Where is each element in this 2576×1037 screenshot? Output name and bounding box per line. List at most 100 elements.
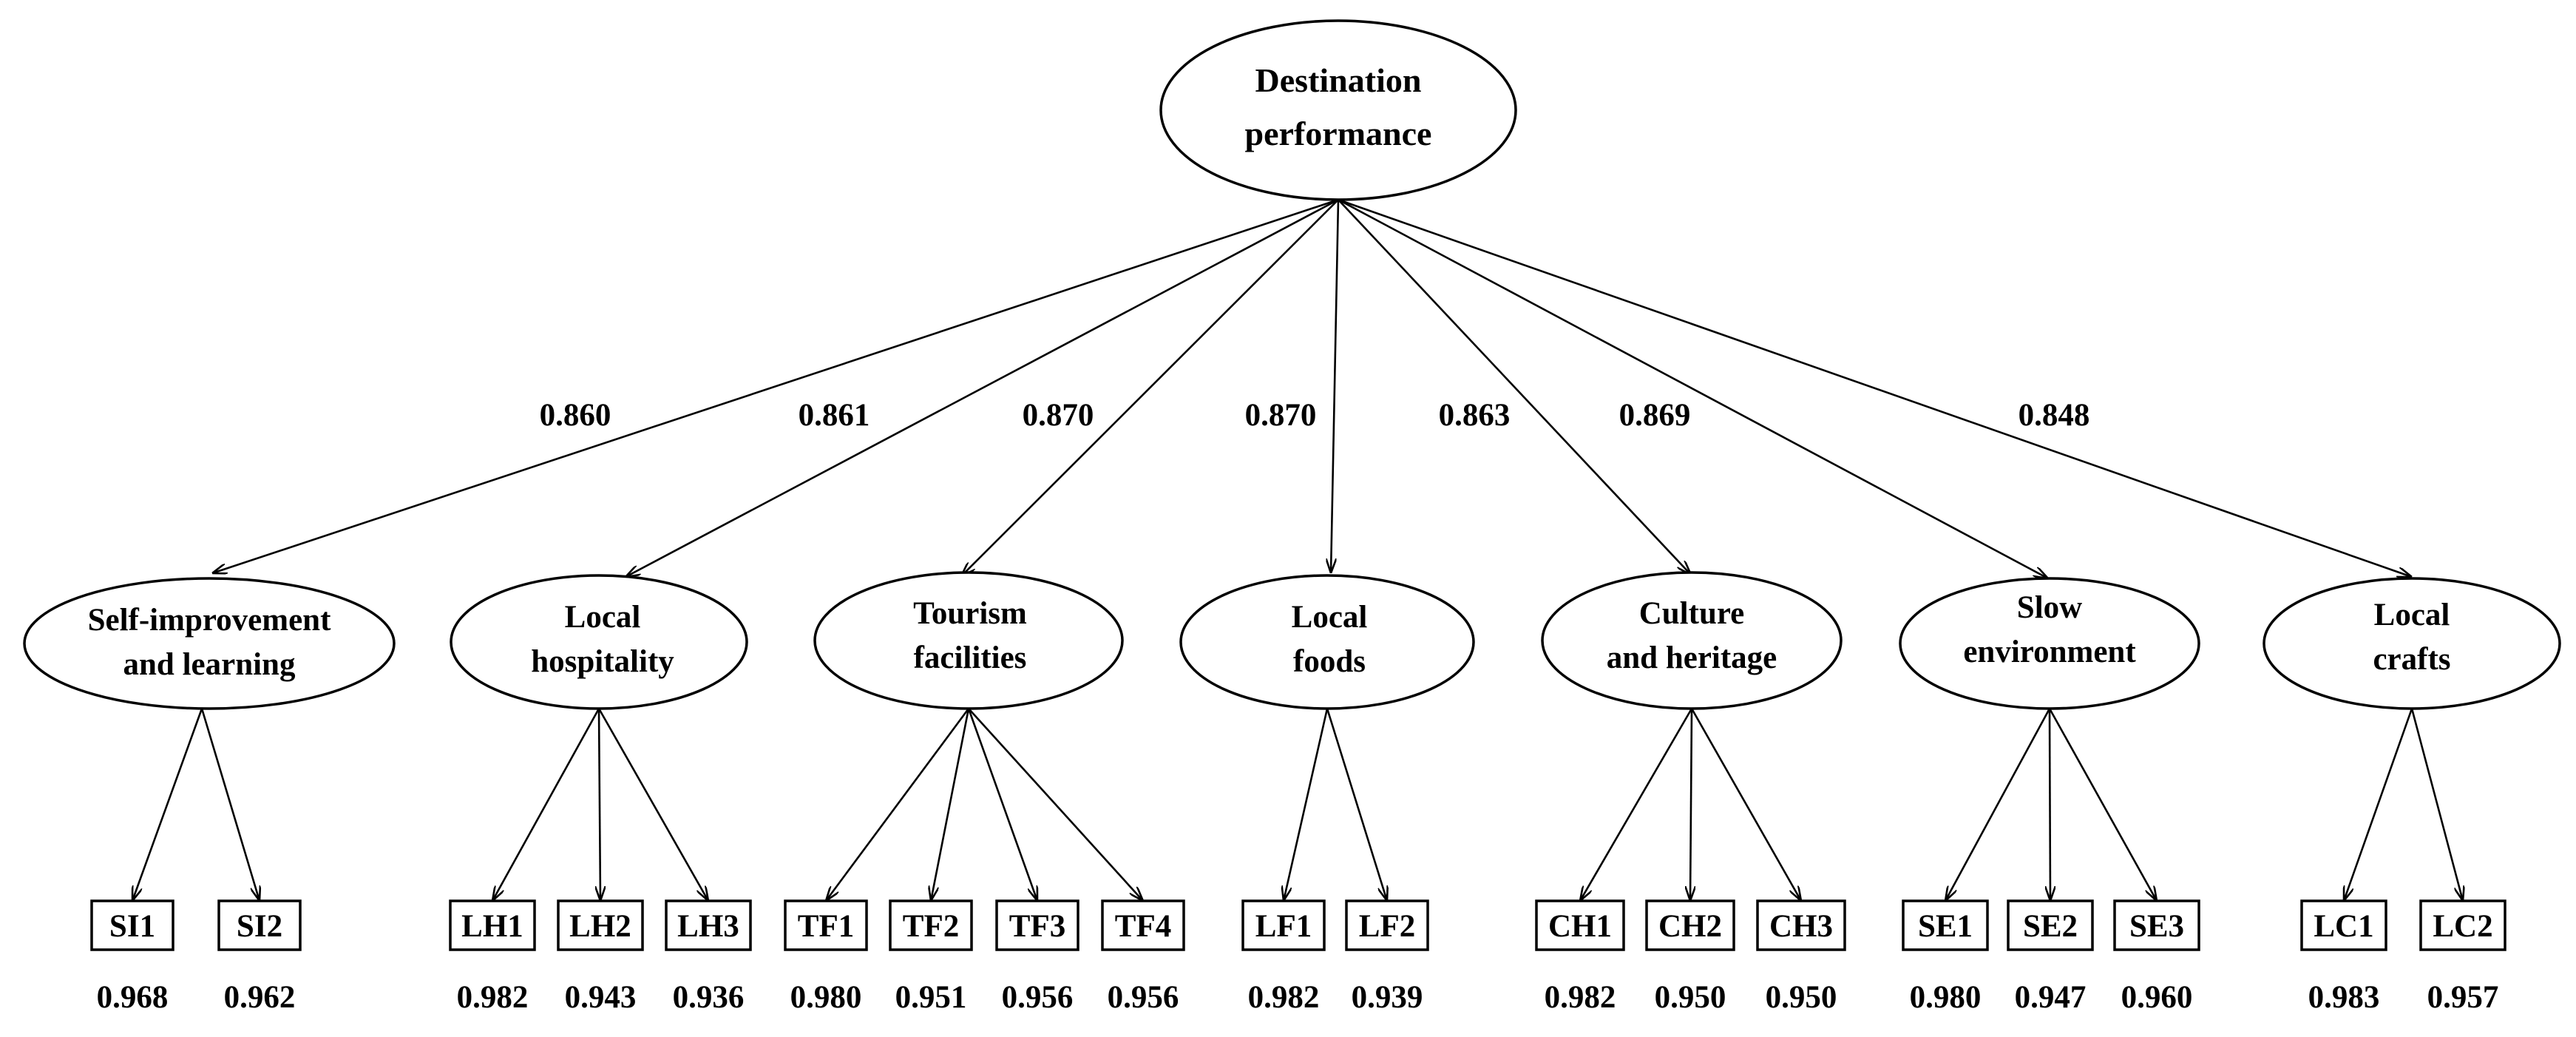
indicator-arrow (1690, 708, 1801, 901)
dimension-label-line1: Local (1292, 600, 1368, 635)
indicator-box-lh1 (449, 899, 536, 951)
indicator-arrow (1326, 708, 1387, 901)
indicator-box-tf3 (995, 899, 1079, 951)
indicator-box-tf4 (1101, 899, 1185, 951)
indicator-loading-lh1: 0.982 (457, 980, 529, 1015)
indicator-box-lf1 (1241, 899, 1326, 951)
indicators-local-foods: LF1 0.982 LF2 0.939 (1241, 899, 1429, 1015)
indicator-loading-si2: 0.962 (224, 980, 296, 1015)
indicator-arrow (597, 708, 708, 901)
destination-performance-label-line2: performance (1245, 115, 1432, 152)
indicator-arrow (599, 708, 600, 901)
indicator-label-se2: SE2 (2023, 909, 2078, 944)
loading-local-foods: 0.870 (1245, 398, 1317, 433)
loading-local-hospitality: 0.861 (799, 398, 870, 433)
loading-paths (212, 198, 2412, 578)
indicator-label-lh3: LH3 (677, 909, 739, 944)
dimension-ellipse (2263, 577, 2561, 710)
indicator-label-lh1: LH1 (461, 909, 523, 944)
indicators-local-crafts: LC1 0.983 LC2 0.957 (2300, 899, 2506, 1015)
indicator-loading-lf2: 0.939 (1352, 980, 1423, 1015)
dimension-ellipse (23, 577, 396, 710)
dimension-label-line1: Self-improvement (88, 603, 331, 638)
indicator-arrow (200, 708, 260, 901)
path-arrow (1338, 198, 2412, 577)
dimension-ellipse (450, 574, 748, 710)
indicator-box-ch1 (1535, 899, 1625, 951)
dimension-label-line2: hospitality (531, 644, 674, 679)
indicator-loading-lc1: 0.983 (2308, 980, 2380, 1015)
indicator-label-ch2: CH2 (1658, 909, 1722, 944)
indicator-arrow (492, 708, 600, 901)
indicator-label-tf2: TF2 (903, 909, 959, 944)
indicator-loading-tf4: 0.956 (1108, 980, 1179, 1015)
destination-performance-ellipse (1159, 19, 1517, 201)
path-arrow (212, 198, 1339, 573)
dimension-label-line1: Slow (2017, 590, 2082, 625)
indicator-box-tf1 (784, 899, 868, 951)
dimension-label-line2: and learning (123, 647, 296, 682)
indicator-arrow (1945, 708, 2051, 901)
dimension-label-line1: Culture (1639, 596, 1745, 631)
dimension-label-line1: Local (565, 600, 641, 635)
indicator-label-tf1: TF1 (798, 909, 854, 944)
indicator-label-lc1: LC1 (2314, 909, 2373, 944)
indicator-label-lh2: LH2 (569, 909, 631, 944)
loading-self-improvement: 0.860 (540, 398, 611, 433)
dimension-label-line1: Tourism (913, 596, 1027, 631)
indicator-loading-se2: 0.947 (2015, 980, 2087, 1015)
indicator-loading-tf3: 0.956 (1002, 980, 1074, 1015)
indicator-arrow (967, 708, 1037, 901)
dimension-tourism-facilities: Tourism facilities (813, 571, 1124, 710)
indicator-arrow (2410, 708, 2463, 901)
indicators-tourism-facilities: TF1 0.980 TF2 0.951 TF3 0.956 TF4 0.956 (784, 899, 1185, 1015)
loading-culture-heritage: 0.863 (1439, 398, 1511, 433)
indicator-loading-ch1: 0.982 (1545, 980, 1616, 1015)
indicators-local-hospitality: LH1 0.982 LH2 0.943 LH3 0.936 (449, 899, 752, 1015)
indicator-box-si1 (90, 899, 174, 951)
path-arrow (961, 199, 1339, 576)
indicator-label-se1: SE1 (1918, 909, 1973, 944)
indicator-paths (132, 708, 2463, 901)
indicator-loading-lc2: 0.957 (2427, 980, 2499, 1015)
indicator-box-lh2 (557, 899, 644, 951)
dimension-culture-heritage: Culture and heritage (1541, 571, 1843, 710)
indicator-arrow (132, 708, 203, 901)
path-arrow (626, 198, 1339, 577)
dimension-label-line2: crafts (2373, 642, 2450, 677)
indicator-loading-se1: 0.980 (1910, 980, 1982, 1015)
indicator-arrow (1580, 708, 1693, 901)
dimension-loadings: 0.860 0.861 0.870 0.870 0.863 0.869 0.84… (540, 398, 2090, 433)
loading-tourism-facilities: 0.870 (1023, 398, 1094, 433)
indicator-label-si2: SI2 (237, 909, 282, 944)
indicator-label-ch3: CH3 (1769, 909, 1833, 944)
indicator-box-se3 (2113, 899, 2200, 951)
indicator-loading-tf1: 0.980 (790, 980, 862, 1015)
indicators-culture-heritage: CH1 0.982 CH2 0.950 CH3 0.950 (1535, 899, 1846, 1015)
dimension-slow-environment: Slow environment (1899, 577, 2200, 710)
dimension-label-line2: foods (1293, 644, 1366, 679)
indicator-box-lf2 (1345, 899, 1429, 951)
dimension-ellipse (813, 571, 1124, 710)
destination-performance-node: Destination performance (1159, 19, 1517, 201)
indicator-arrow (931, 708, 970, 901)
indicator-loading-lf1: 0.982 (1248, 980, 1320, 1015)
indicator-label-se3: SE3 (2129, 909, 2184, 944)
indicator-arrow (1690, 708, 1692, 901)
loading-slow-environment: 0.869 (1619, 398, 1691, 433)
dimension-ellipse (1899, 577, 2200, 710)
indicator-loading-tf2: 0.951 (895, 980, 967, 1015)
indicator-label-ch1: CH1 (1548, 909, 1612, 944)
indicator-arrow (2048, 708, 2157, 901)
dimension-label-line2: facilities (914, 641, 1027, 675)
indicator-loading-ch3: 0.950 (1766, 980, 1837, 1015)
indicator-box-tf2 (889, 899, 973, 951)
loading-local-crafts: 0.848 (2019, 398, 2090, 433)
indicator-loading-ch2: 0.950 (1655, 980, 1726, 1015)
indicator-box-ch3 (1756, 899, 1846, 951)
indicator-label-lf2: LF2 (1359, 909, 1415, 944)
indicator-arrow (1284, 708, 1329, 901)
indicator-box-se1 (1902, 899, 1989, 951)
